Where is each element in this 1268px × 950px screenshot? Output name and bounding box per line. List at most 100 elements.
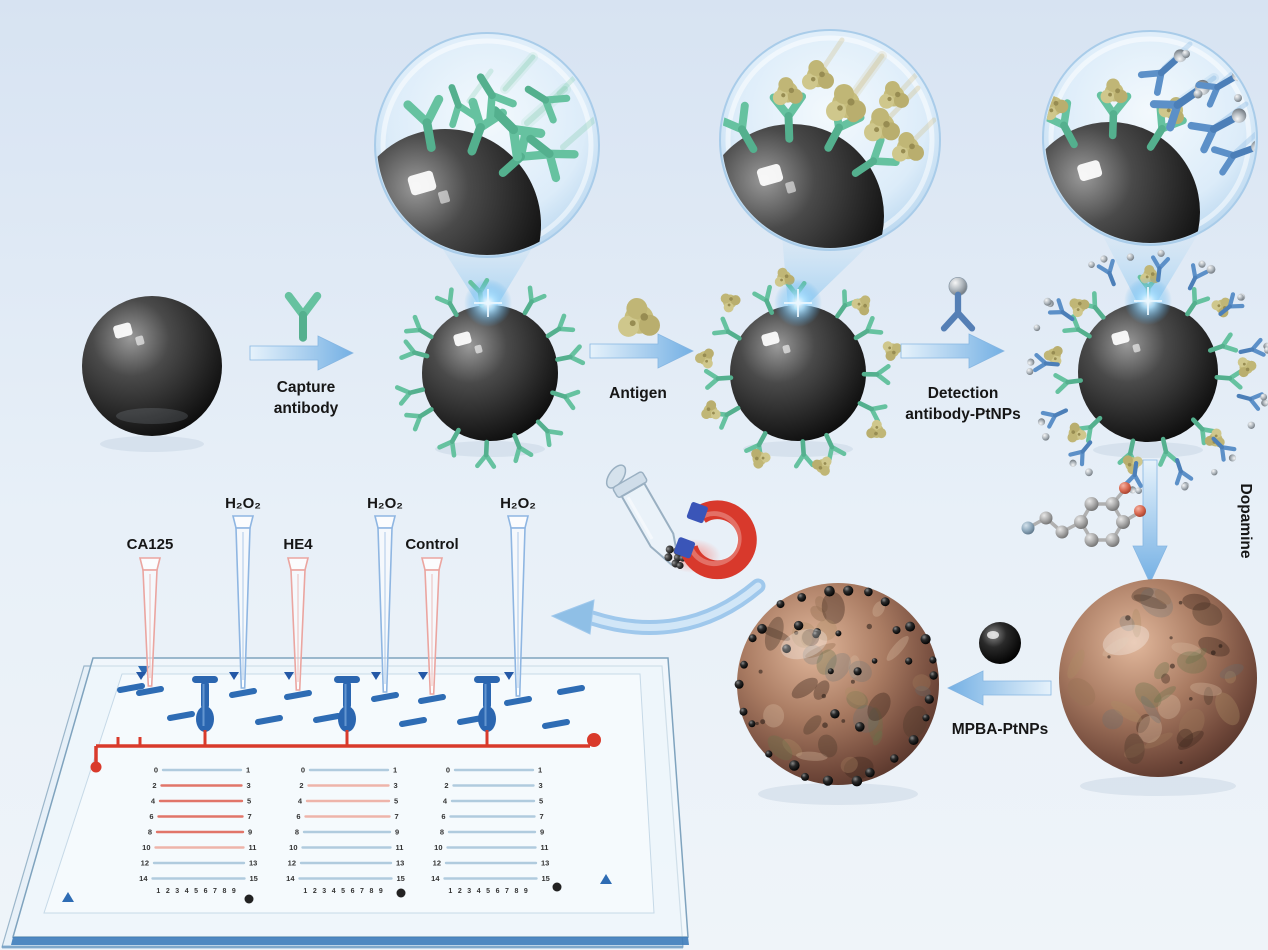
ruler-number-right: 3: [247, 781, 251, 790]
step-detection-antibody: Detection antibody-PtNPs: [900, 276, 1021, 423]
pda-texture: [755, 591, 931, 780]
detection-label-line2: antibody-PtNPs: [905, 406, 1020, 423]
ptnp-dot: [1088, 261, 1095, 268]
texture-blob: [818, 734, 838, 758]
ptnp-dot: [739, 707, 748, 716]
ptnp-dot: [843, 585, 854, 596]
ruler-number-left: 12: [141, 859, 149, 868]
ptnp-dot: [855, 722, 865, 732]
ptnp-dot: [797, 593, 807, 602]
inlet-label: Control: [405, 536, 458, 553]
detection-antibody-icon: [1037, 404, 1069, 431]
pipette-3: H₂O₂: [367, 495, 403, 702]
texture-blob: [1190, 682, 1222, 697]
bead-shine: [135, 335, 145, 346]
port-dash: [313, 713, 341, 723]
shadow: [100, 436, 204, 452]
pda-texture: [1067, 587, 1244, 765]
ruler-number-left: 6: [441, 812, 445, 821]
texture-blob: [821, 591, 845, 625]
magnetic-bead: [377, 129, 541, 255]
ruler-number-right: 1: [538, 766, 542, 775]
ptnp-dot: [880, 597, 890, 607]
bubble-content: [1045, 41, 1255, 243]
magnet-pole: [674, 537, 696, 559]
ptnp-dot: [922, 714, 930, 722]
texture-blob: [867, 692, 891, 722]
pipette-collar: [373, 515, 397, 529]
ptnp-dot: [1264, 346, 1268, 354]
shadow: [1080, 776, 1236, 796]
bead-with-antigen: [693, 266, 905, 479]
texture-blob: [767, 735, 793, 761]
transfer-arrow: [550, 578, 766, 635]
texture-blob: [1176, 728, 1194, 748]
magnet-body: [679, 500, 757, 580]
port-dash: [284, 690, 312, 700]
pipette-cone: [424, 569, 440, 695]
speck: [866, 623, 872, 630]
ptnp-dot: [830, 709, 840, 719]
sphere-shine: [780, 628, 828, 660]
screw-dot: [552, 882, 562, 892]
speck: [1169, 636, 1173, 640]
speck: [1125, 615, 1131, 621]
speck: [1218, 644, 1223, 648]
port-dash: [255, 715, 283, 725]
inset-antigen: [719, 29, 941, 251]
motion-trail: [500, 52, 538, 94]
detection-antibody-icon: [1191, 100, 1247, 149]
speck: [758, 669, 763, 674]
ruler-number-left: 8: [148, 828, 152, 837]
ptnp-dot: [865, 767, 875, 778]
texture-blob: [1140, 695, 1161, 724]
texture-blob: [802, 644, 824, 665]
detection-antibody-icon: [1027, 354, 1059, 372]
ptnp-dot: [851, 775, 863, 787]
ptnp-dot: [1247, 421, 1255, 429]
texture-blob: [845, 687, 866, 706]
ptnp-dot: [1157, 249, 1165, 257]
ruler-number-right: 11: [396, 843, 404, 852]
detection-label-line1: Detection: [928, 385, 999, 402]
speck: [850, 679, 855, 684]
speck: [1178, 600, 1183, 605]
ptnp-coating: [734, 585, 938, 787]
ruler-number-right: 3: [394, 781, 398, 790]
swoosh-highlight: [588, 582, 762, 631]
texture-blob: [1203, 686, 1214, 706]
pipette-5: H₂O₂: [500, 495, 536, 706]
ruler-number-right: 7: [248, 812, 252, 821]
bead-shine: [785, 181, 796, 194]
inset-detection: [1042, 30, 1258, 246]
ptnp-dot: [801, 772, 809, 781]
inlet-mark: [229, 672, 239, 680]
port-dash: [542, 719, 570, 729]
ptnp-dot: [1261, 399, 1268, 407]
port-dash: [229, 688, 257, 698]
inlet-label: H₂O₂: [225, 495, 261, 512]
carbon-atom: [1084, 497, 1099, 511]
sphere-shine: [1102, 624, 1150, 656]
motion-trail: [909, 117, 937, 145]
alignment-triangle: [600, 874, 612, 884]
manifold-node: [90, 761, 102, 773]
capture-label-line1: Capture: [277, 379, 336, 396]
step-antigen: Antigen: [589, 298, 694, 402]
pipette-1: H₂O₂: [225, 495, 261, 698]
oxygen-atom: [1134, 505, 1146, 517]
magnetic-bead: [722, 124, 884, 248]
texture-blob: [872, 730, 883, 746]
ball-shine: [987, 631, 999, 639]
bead-in-tube: [664, 553, 673, 562]
carbon-atom: [1039, 511, 1053, 525]
texture-blob: [1177, 651, 1207, 674]
carbon-atom: [1105, 497, 1120, 511]
ptnp-dot: [765, 750, 773, 758]
ptnp-dot: [734, 679, 744, 689]
shadow: [1093, 442, 1203, 458]
inlet-label: H₂O₂: [500, 495, 536, 512]
